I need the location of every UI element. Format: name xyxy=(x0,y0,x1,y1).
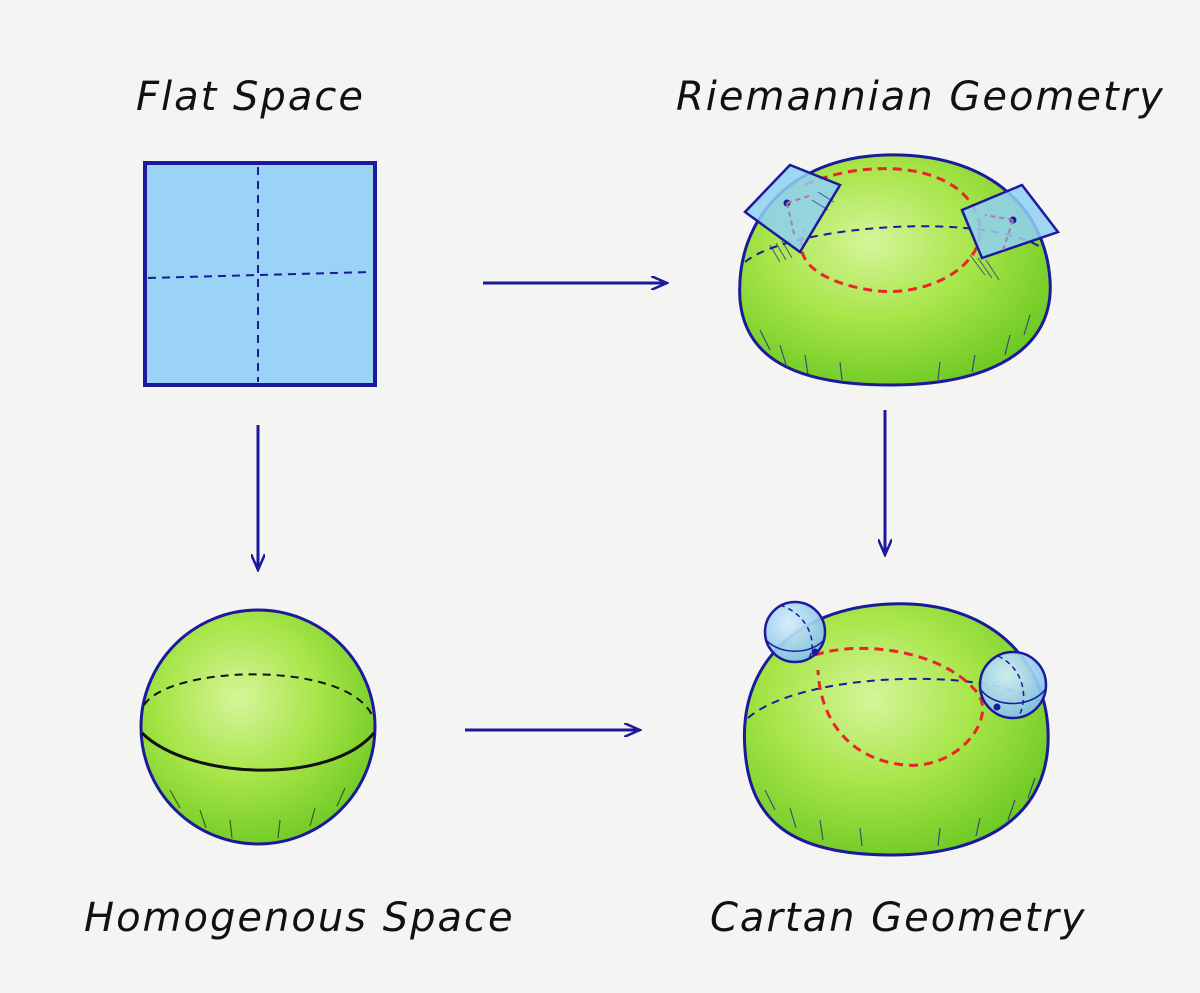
model-sphere-left xyxy=(763,600,827,664)
homogenous-sphere xyxy=(139,608,377,846)
label-homogenous-space: Homogenous Space xyxy=(84,895,515,941)
flat-space-square xyxy=(143,161,377,387)
label-riemannian-geometry: Riemannian Geometry xyxy=(676,74,1165,120)
riemannian-blob xyxy=(738,153,1061,387)
tangent-plane-left xyxy=(743,163,842,263)
label-flat-space: Flat Space xyxy=(136,74,365,120)
red-cartan-path xyxy=(814,646,985,767)
model-sphere-right xyxy=(978,650,1048,720)
dashed-horizontal-line xyxy=(147,271,373,279)
label-cartan-geometry: Cartan Geometry xyxy=(710,895,1087,941)
red-geodesic-path xyxy=(799,167,982,293)
cartan-blob xyxy=(742,600,1050,857)
tangent-plane-right xyxy=(960,183,1061,281)
